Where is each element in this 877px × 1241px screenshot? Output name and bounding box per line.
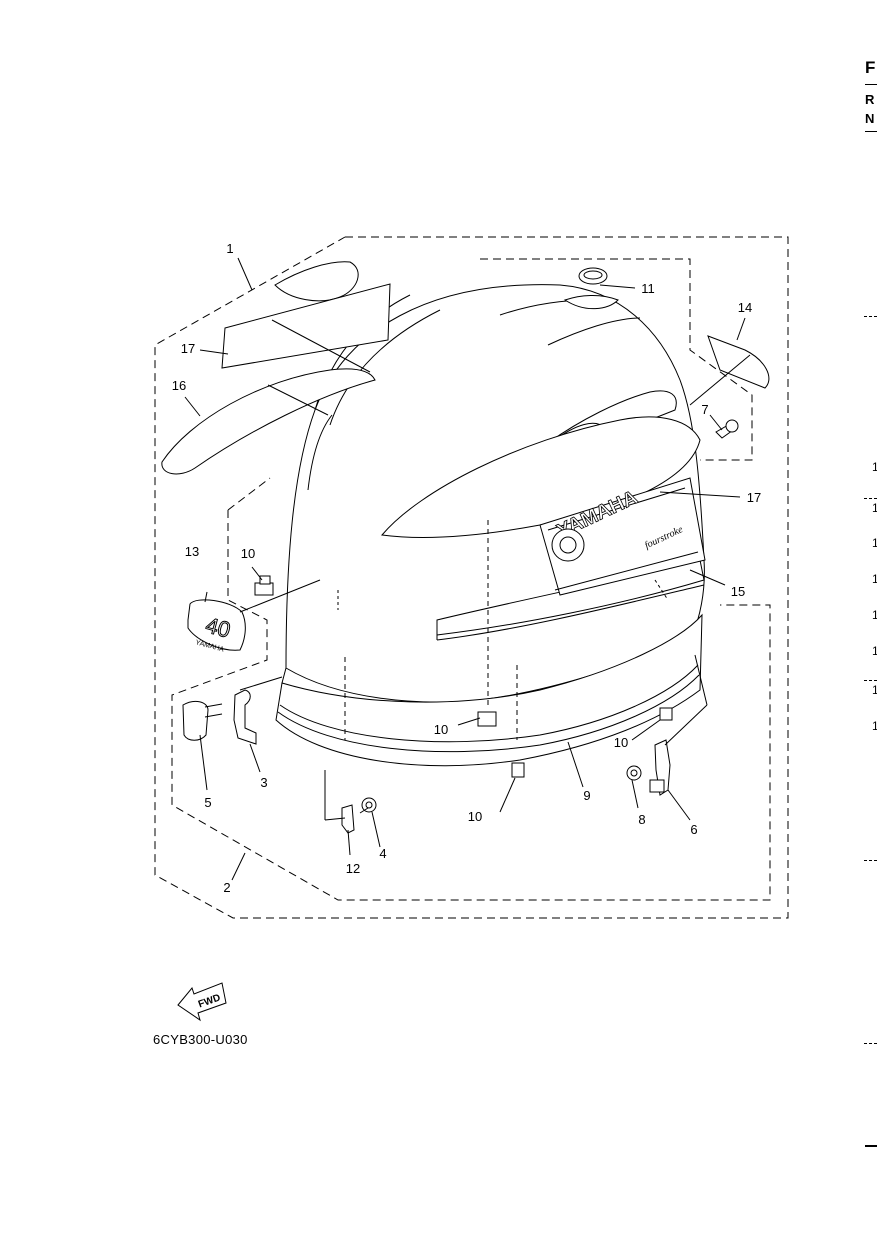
callout-label: 10 — [241, 546, 255, 561]
edge-header-letter: N — [865, 111, 875, 126]
callout-label: 3 — [260, 775, 267, 790]
decal-part-16 — [161, 368, 376, 475]
callout-label: 8 — [638, 812, 645, 827]
decal-part-14 — [707, 335, 770, 389]
tuning-fork-emblem-icon — [551, 528, 585, 562]
callout-label: 10 — [614, 735, 628, 750]
callout-label: 14 — [738, 300, 752, 315]
edge-header-letter: F — [865, 58, 876, 77]
edge-row-number: 1 — [872, 501, 877, 515]
callout-label: 1 — [226, 241, 233, 256]
callout-label: 17 — [181, 341, 195, 356]
edge-divider — [864, 498, 877, 499]
callout-label: 17 — [747, 490, 761, 505]
cowling-seal — [275, 613, 703, 767]
callout-label: 4 — [379, 846, 386, 861]
decal-part-17 — [221, 283, 391, 369]
callout-label: 12 — [346, 861, 360, 876]
edge-rule — [865, 131, 877, 132]
edge-row-number: 1 — [872, 644, 877, 658]
edge-row-number: 1 — [872, 572, 877, 586]
edge-row-number: 1 — [872, 536, 877, 550]
edge-row-number: 1 — [872, 608, 877, 622]
edge-row-number: 1 — [872, 719, 877, 733]
top-cowling-boundary — [480, 258, 753, 461]
assembly-boundary — [154, 236, 789, 919]
edge-divider — [864, 860, 877, 861]
callout-label: 15 — [731, 584, 745, 599]
callout-label: 11 — [641, 281, 655, 296]
edge-row-number: 1 — [872, 683, 877, 697]
badge-part-13 — [187, 599, 246, 651]
edge-divider — [864, 316, 877, 317]
edge-divider — [864, 680, 877, 681]
callout-label: 9 — [583, 788, 590, 803]
callout-label: 10 — [434, 722, 448, 737]
callout-labels: 1 2 3 4 5 6 7 8 9 10 10 10 10 11 12 13 1… — [172, 241, 761, 895]
callout-label: 7 — [701, 402, 708, 417]
edge-row-number: 1 — [872, 460, 877, 474]
callout-label: 2 — [223, 880, 230, 895]
fwd-arrow-icon: FWD — [177, 982, 227, 1022]
edge-header-letter: R — [865, 92, 875, 107]
callout-label: 6 — [690, 822, 697, 837]
edge-divider — [864, 1043, 877, 1044]
callout-label: 16 — [172, 378, 186, 393]
edge-rule — [865, 1145, 877, 1147]
decal-part-1 — [274, 261, 359, 302]
callout-label: 10 — [468, 809, 482, 824]
diagram-reference-code: 6CYB300-U030 — [153, 1032, 248, 1047]
edge-rule — [865, 84, 877, 85]
callout-label: 5 — [204, 795, 211, 810]
callout-label: 13 — [185, 544, 199, 559]
